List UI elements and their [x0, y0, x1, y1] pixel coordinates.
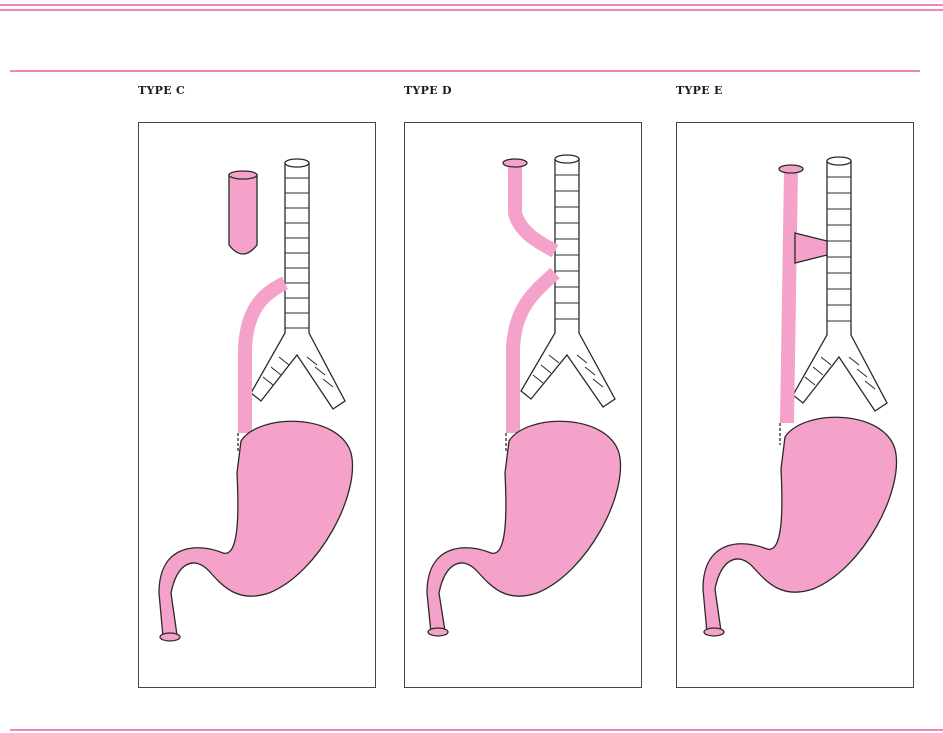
top-rule-2	[0, 9, 943, 11]
footer-rule	[10, 729, 943, 731]
upper-esophageal-pouch	[229, 175, 257, 254]
continuous-esophagus	[787, 169, 791, 423]
stomach	[427, 421, 620, 633]
stomach	[703, 417, 896, 633]
type-e-diagram	[676, 122, 914, 688]
type-e-label: TYPE E	[676, 84, 723, 97]
h-type-fistula	[795, 233, 827, 263]
upper-esophagus-fistula	[515, 163, 555, 251]
stomach	[159, 421, 352, 637]
trachea	[521, 155, 615, 407]
type-d-label: TYPE D	[404, 84, 452, 97]
type-e-illustration	[677, 123, 915, 689]
type-c-illustration	[139, 123, 377, 689]
top-rule-1	[0, 4, 943, 6]
type-c-diagram	[138, 122, 376, 688]
trachea	[251, 159, 345, 409]
type-d-diagram	[404, 122, 642, 688]
trachea	[793, 157, 887, 411]
header-rule	[10, 70, 920, 72]
type-c-label: TYPE C	[138, 84, 185, 97]
type-d-illustration	[405, 123, 643, 689]
